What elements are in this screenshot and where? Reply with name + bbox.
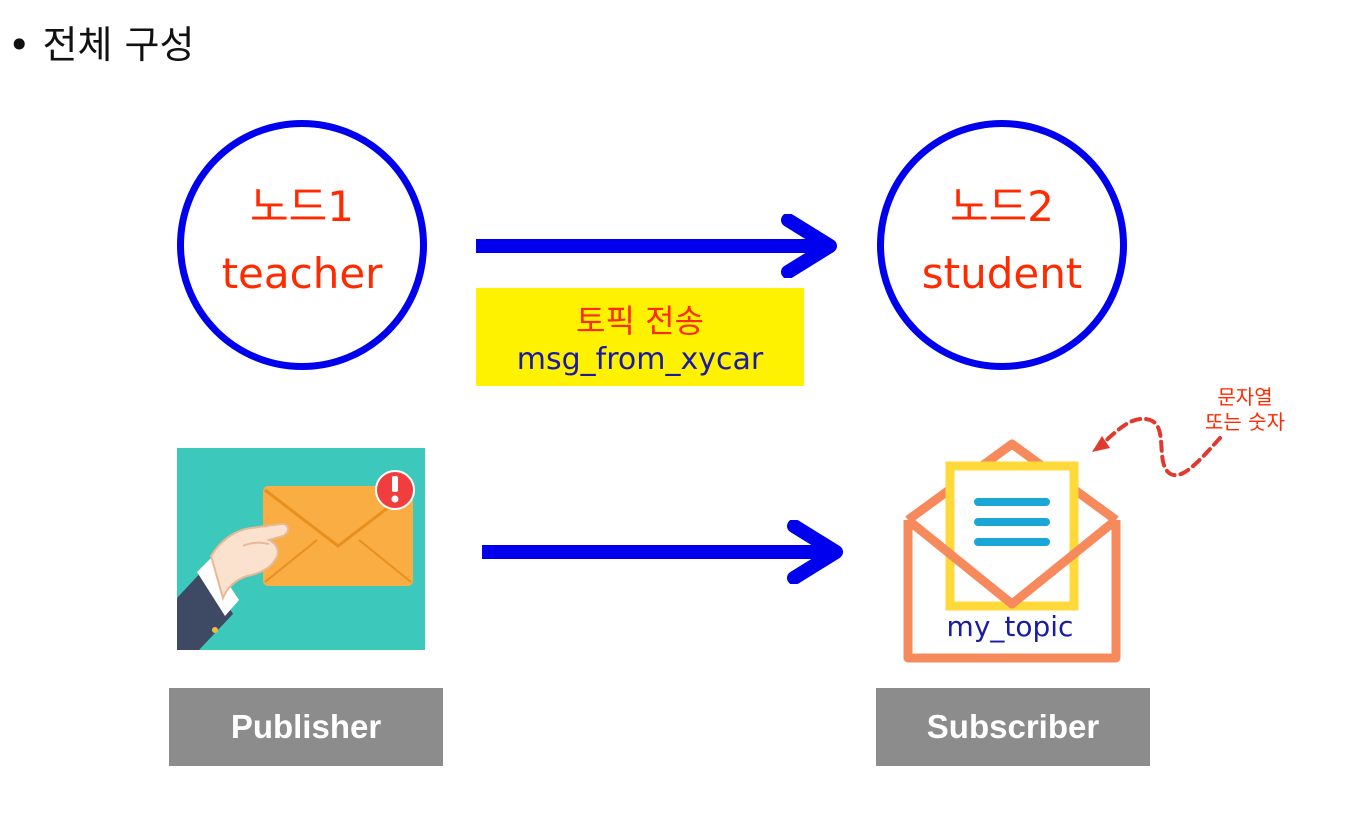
hand-envelope-icon — [177, 448, 425, 650]
topic-arrow-top — [476, 214, 837, 278]
topic-name: msg_from_xycar — [516, 342, 764, 377]
topic-title: 토픽 전송 — [576, 302, 704, 340]
page-heading: • 전체 구성 — [8, 23, 195, 67]
node2-circle: 노드2 student — [877, 120, 1127, 370]
node1-circle: 노드1 teacher — [177, 120, 427, 370]
node2-label: 노드2 — [949, 182, 1054, 231]
note-line-2: 또는 숫자 — [1205, 410, 1285, 434]
dashed-curve-arrow — [1092, 416, 1222, 478]
topic-arrow-bottom — [482, 520, 843, 584]
node2-name: student — [921, 249, 1083, 298]
note-line-1: 문자열 — [1217, 385, 1273, 409]
message-topic-label: my_topic — [946, 610, 1074, 643]
subscriber-label: Subscriber — [876, 688, 1150, 766]
topic-box: 토픽 전송 msg_from_xycar — [476, 288, 804, 386]
alert-icon — [375, 470, 415, 510]
data-type-note: 문자열 또는 숫자 — [1180, 385, 1310, 435]
node1-name: teacher — [221, 249, 383, 298]
node1-label: 노드1 — [249, 182, 354, 231]
publisher-label: Publisher — [169, 688, 443, 766]
open-envelope-icon — [903, 439, 1121, 663]
